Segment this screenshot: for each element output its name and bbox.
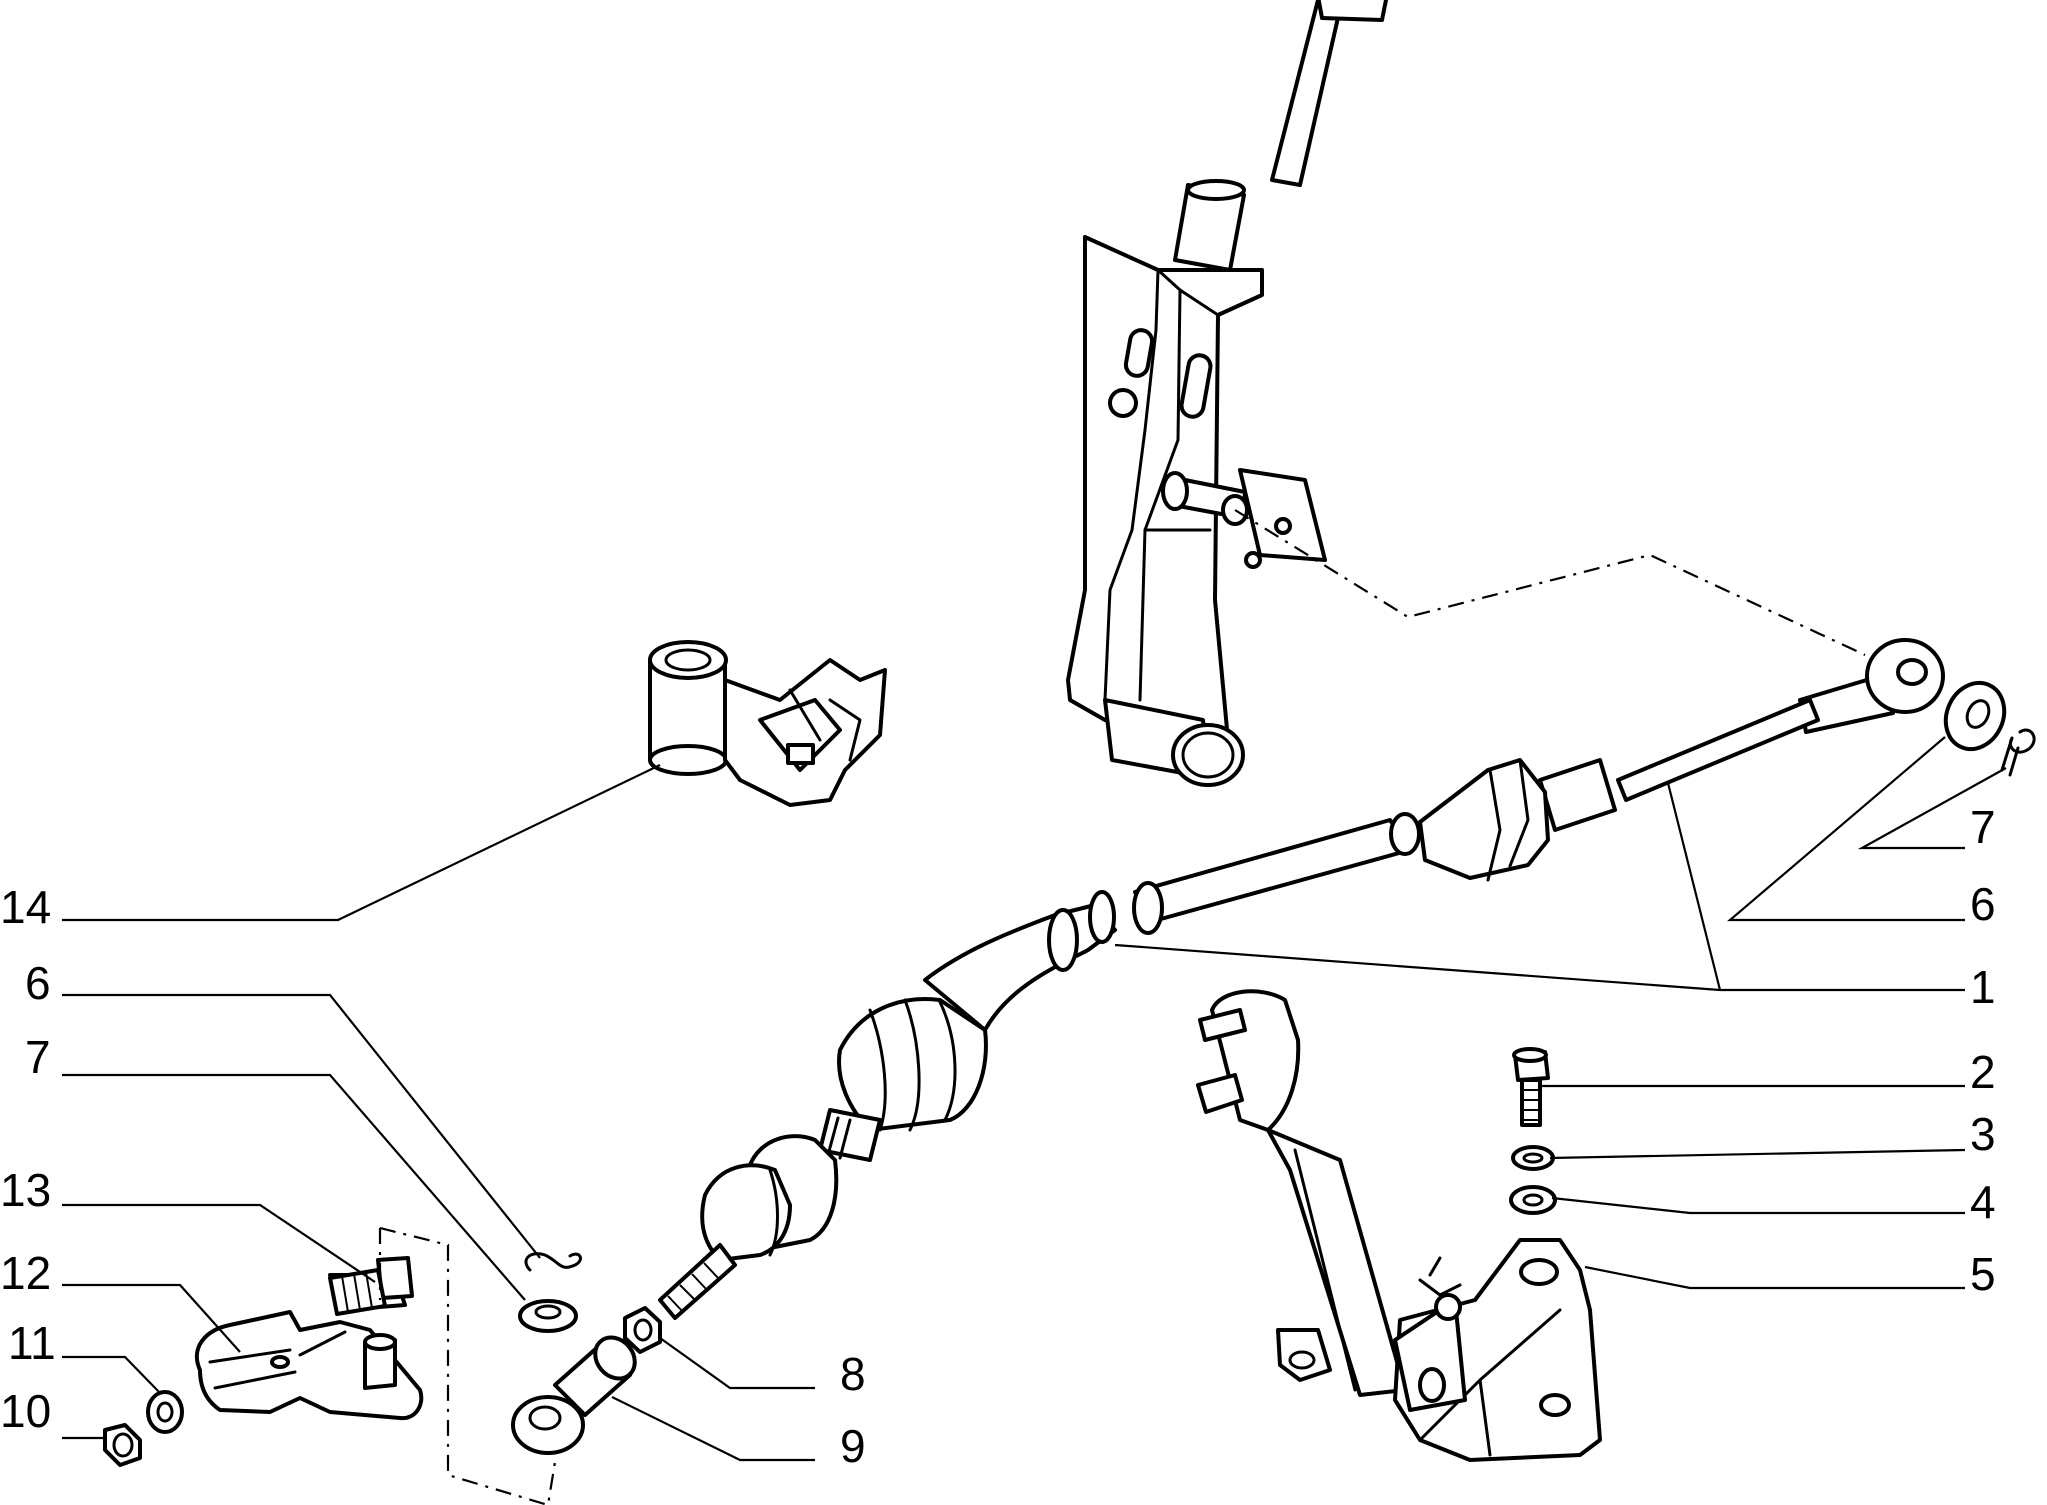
bolt-2: [1512, 1047, 1550, 1127]
clip-7-right: [2000, 728, 2036, 777]
callout-labels: 1 2 3 4 5 6 7 14 6 7 13 12 11 10 8 9: [0, 801, 1996, 1472]
callout-12: 12: [0, 1247, 51, 1299]
bolt-13: [328, 1256, 414, 1316]
callout-6-right: 6: [1970, 878, 1996, 930]
callout-1: 1: [1970, 961, 1996, 1013]
callout-9: 9: [840, 1420, 866, 1472]
callout-2: 2: [1970, 1046, 1996, 1098]
callout-7-left: 7: [25, 1031, 51, 1083]
callout-14: 14: [0, 881, 51, 933]
washer-7-left: [518, 1299, 578, 1333]
callout-13: 13: [0, 1164, 51, 1216]
washer-4: [1509, 1185, 1557, 1215]
callout-5: 5: [1970, 1248, 1996, 1300]
gear-lever-assembly: [1066, 0, 1389, 787]
mounting-bracket: [1196, 989, 1602, 1462]
ball-joint-9: [511, 1335, 637, 1455]
assembly-line-lever-cable: [1234, 509, 1866, 656]
callout-3: 3: [1970, 1108, 1996, 1160]
callout-7-right: 7: [1970, 801, 1996, 853]
assembly-line-left-parts: [378, 1226, 557, 1505]
callout-10: 10: [0, 1385, 51, 1437]
cable-support-bracket: [648, 640, 887, 807]
callout-6-left: 6: [25, 957, 51, 1009]
washer-6-right: [1943, 680, 2007, 752]
washer-11: [146, 1390, 184, 1434]
clip-6-left: [524, 1252, 582, 1272]
callout-11: 11: [8, 1317, 56, 1369]
leader-lines: [62, 736, 2007, 1462]
lever-plate-12: [194, 1310, 424, 1421]
callout-8: 8: [840, 1348, 866, 1400]
callout-4: 4: [1970, 1176, 1996, 1228]
gear-shift-cable: [658, 638, 1945, 1320]
nut-8: [623, 1306, 662, 1354]
nut-10: [103, 1423, 142, 1467]
spring-washer-3: [1511, 1145, 1555, 1171]
